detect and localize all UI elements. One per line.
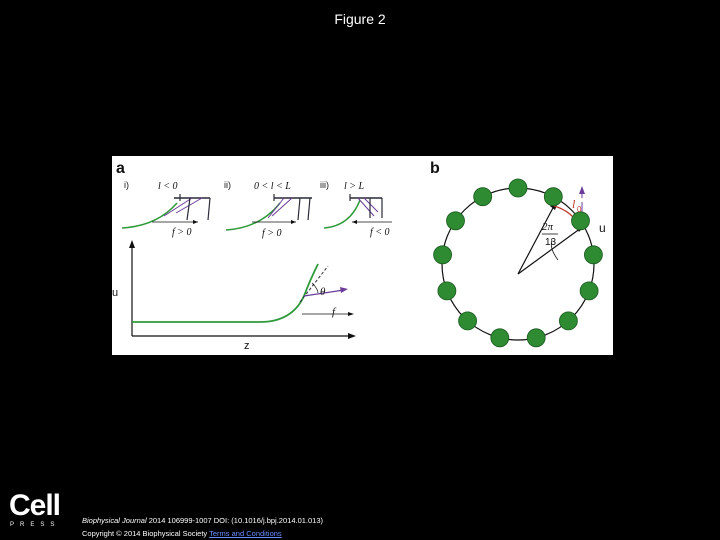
angle-denominator: 13 — [545, 237, 557, 248]
bead — [579, 281, 599, 301]
panel-a-label: a — [116, 160, 125, 177]
axis-u-label: u — [112, 287, 118, 299]
logo-sub: PRESS — [10, 522, 61, 528]
inset-iii-roman: iii) — [320, 180, 329, 190]
bead — [526, 328, 546, 348]
u-label: u — [599, 221, 606, 235]
inset-ii-roman: ii) — [224, 180, 231, 190]
inset-ii-sketch: f > 0 — [225, 194, 312, 239]
citation-line: Biophysical Journal 2014 106999-1007 DOI… — [82, 514, 323, 527]
figure-title: Figure 2 — [334, 11, 386, 27]
inset-i-sketch: f > 0 — [121, 194, 211, 238]
journal-name: Biophysical Journal — [82, 516, 147, 525]
panel-b-label: b — [430, 160, 440, 177]
citation-details: 2014 106999-1007 DOI: (10.1016/j.bpj.201… — [146, 516, 324, 525]
inset-iii-force: f < 0 — [370, 227, 390, 238]
bead — [446, 211, 465, 231]
inset-i-roman: i) — [124, 180, 129, 190]
inset-iii-condition: l > L — [344, 181, 365, 192]
bead — [433, 245, 453, 265]
inset-ii-condition: 0 < l < L — [254, 181, 291, 192]
angle-theta-label: θ — [320, 286, 326, 298]
inset-iii-sketch: f < 0 — [323, 194, 392, 238]
inset-ii-force: f > 0 — [262, 228, 282, 239]
cell-press-logo: Cell PRESS — [9, 491, 75, 531]
bead — [508, 178, 528, 198]
figure-svg: a i) l < 0 ii) 0 < l < L iii) l > L f > … — [112, 160, 606, 352]
inset-i-condition: l < 0 — [158, 181, 178, 192]
panel-a-main-plot: θ f u z — [112, 240, 356, 352]
figure-panel: a i) l < 0 ii) 0 < l < L iii) l > L f > … — [112, 156, 613, 355]
bead — [571, 211, 590, 231]
length-l-label: l — [572, 197, 576, 211]
bead — [583, 245, 603, 265]
copyright-text: Copyright © 2014 Biophysical Society — [82, 529, 208, 538]
terms-link[interactable]: Terms and Conditions — [209, 529, 282, 538]
bead — [437, 281, 457, 301]
length-l-subscript: 0 — [577, 205, 582, 214]
bead — [543, 187, 563, 207]
bead — [458, 311, 478, 331]
copyright-line: Copyright © 2014 Biophysical Society Ter… — [82, 527, 323, 540]
logo-word: Cell — [9, 489, 61, 522]
angle-numerator: 2π — [542, 221, 554, 233]
bead — [558, 311, 578, 331]
bead — [473, 187, 493, 207]
inset-i-force: f > 0 — [172, 227, 192, 238]
force-f-label: f — [332, 306, 337, 318]
axis-z-label: z — [244, 340, 250, 352]
bead — [490, 328, 510, 348]
citation-block: Biophysical Journal 2014 106999-1007 DOI… — [82, 514, 323, 540]
